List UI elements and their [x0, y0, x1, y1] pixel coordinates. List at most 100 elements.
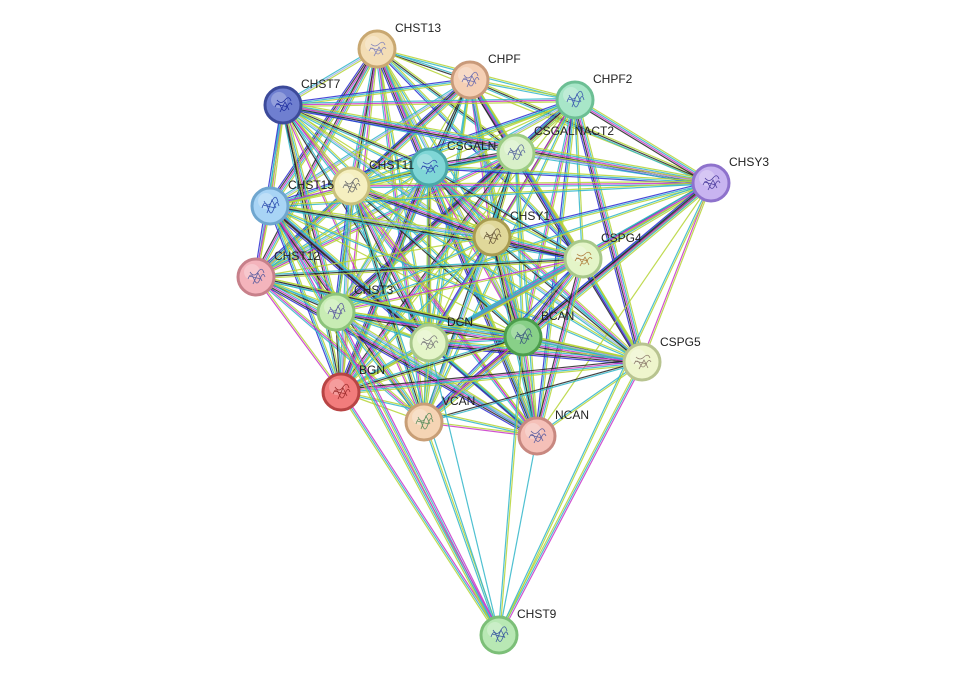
edge-cspg5-ncan-text-mining — [537, 362, 643, 438]
node-chst15[interactable]: CHST15 — [250, 178, 334, 226]
edge-chst7-cspg5-homology — [282, 104, 643, 363]
edge-chst9-cspg5-experiments — [499, 362, 644, 637]
node-circle-ncan[interactable] — [517, 416, 557, 456]
node-circle-chsy3[interactable] — [691, 163, 731, 203]
edge-chst3-ncan-text-mining — [336, 310, 539, 436]
node-circle-cspg5[interactable] — [622, 342, 662, 382]
edge-chpf-chst7-database — [282, 79, 471, 106]
node-dcn[interactable]: DCN — [409, 315, 473, 363]
edge-csgalnact1-chst12-database — [255, 165, 429, 277]
node-chpf[interactable]: CHPF — [450, 52, 521, 100]
node-label-chst15: CHST15 — [288, 178, 334, 192]
edge-csgalnact2-chsy3-text-mining — [516, 150, 712, 183]
node-chst9[interactable]: CHST9 — [479, 607, 557, 655]
edge-chst11-dcn-database — [351, 185, 431, 343]
edge-csgalnact1-bgn-coexpression — [338, 166, 429, 392]
edge-chst12-vcan-experiments — [255, 276, 425, 423]
node-label-chst11: CHST11 — [369, 158, 414, 172]
edge-chst11-bgn-text-mining — [341, 186, 354, 393]
edge-chpf2-chst7-database — [282, 97, 575, 105]
node-chsy1[interactable]: CHSY1 — [472, 209, 550, 257]
node-bcan[interactable]: BCAN — [503, 309, 574, 357]
node-circle-cspg4[interactable] — [563, 239, 603, 279]
node-label-csgalnact1: CSGALN — [447, 139, 496, 153]
node-label-chpf2: CHPF2 — [593, 72, 633, 86]
node-highlight — [571, 246, 587, 262]
node-circle-dcn[interactable] — [409, 323, 449, 363]
node-label-csgalnact2: CSGALNACT2 — [534, 124, 614, 138]
protein-structure-icon — [702, 175, 721, 191]
edge-chpf2-ncan-neighborhood — [534, 99, 575, 436]
node-label-vcan: VCAN — [442, 394, 475, 408]
edge-chsy3-chsy1-neighborhood — [491, 180, 711, 237]
edge-csgalnact1-chst3-text-mining — [336, 167, 431, 314]
edge-chst15-chsy1-text-mining — [270, 203, 493, 237]
edge-csgalnact2-ncan-database — [514, 153, 537, 437]
node-circle-chst13[interactable] — [357, 29, 397, 69]
edge-chst13-chst12-experiments — [254, 48, 377, 277]
edge-chst7-ncan-database — [281, 105, 537, 438]
edge-cspg5-vcan-coexpression — [423, 360, 642, 422]
node-chst3[interactable]: CHST3 — [316, 283, 394, 332]
node-chsy3[interactable]: CHSY3 — [691, 155, 769, 203]
node-cspg4[interactable]: CSPG4 — [563, 231, 642, 279]
node-csgalnact2[interactable]: CSGALNACT2 — [496, 124, 614, 173]
edge-chst9-dcn-database — [428, 342, 500, 636]
edge-chsy3-chsy1-text-mining — [492, 183, 712, 240]
edge-chst7-csgalnact1-text-mining — [283, 102, 430, 167]
protein-structure-icon — [566, 90, 585, 108]
node-label-chst13: CHST13 — [395, 21, 441, 35]
node-highlight — [271, 92, 287, 108]
edge-cspg5-bgn-coexpression — [340, 359, 642, 391]
node-highlight — [525, 423, 541, 439]
node-cspg5[interactable]: CSPG5 — [622, 335, 701, 382]
edge-chpf2-chsy3-database — [575, 98, 712, 183]
node-csgalnact1[interactable]: CSGALN — [409, 139, 496, 187]
node-circle-chst7[interactable] — [263, 85, 303, 125]
edge-chst9-bgn-database — [340, 391, 500, 636]
edge-chst15-cspg4-database — [269, 206, 583, 262]
edge-chst13-chst15-experiments — [269, 48, 378, 207]
node-label-chpf: CHPF — [488, 52, 521, 66]
edge-chpf2-chsy3-text-mining — [575, 97, 713, 182]
node-highlight — [329, 379, 345, 395]
edge-chst9-ncan-database — [498, 435, 538, 636]
protein-structure-icon — [528, 428, 547, 444]
protein-structure-icon — [514, 328, 533, 345]
edge-csgalnact1-vcan-text-mining — [423, 166, 430, 423]
edge-chst9-chsy3-text-mining — [499, 183, 713, 636]
edge-bcan-cspg5-homology — [522, 336, 643, 363]
edge-chst9-chst15-experiments — [270, 204, 501, 635]
edge-chst9-chst15-database — [269, 205, 500, 636]
node-highlight — [339, 173, 355, 189]
protein-structure-icon — [633, 354, 652, 370]
node-circle-csgalnact1[interactable] — [409, 147, 449, 187]
edge-chst12-ncan-coexpression — [254, 277, 537, 438]
edge-dcn-cspg5-neighborhood — [428, 345, 642, 366]
edge-chpf2-cspg5-coexpression — [572, 100, 642, 363]
edge-bcan-vcan-experiments — [423, 335, 523, 422]
edge-chst7-csgalnact1-coexpression — [282, 104, 430, 168]
edge-chst7-chst3-database — [283, 104, 338, 312]
edge-csgalnact2-chst15-text-mining — [270, 153, 517, 208]
edge-cspg5-vcan-database — [424, 362, 643, 424]
node-chst12[interactable]: CHST12 — [236, 249, 320, 297]
node-chst7[interactable]: CHST7 — [263, 77, 341, 125]
edge-chpf-chst7-neighborhood — [282, 77, 470, 105]
node-chst11[interactable]: CHST11 — [331, 158, 414, 206]
node-chpf2[interactable]: CHPF2 — [555, 72, 633, 120]
edge-chsy3-chsy1-database — [491, 182, 712, 238]
node-vcan[interactable]: VCAN — [404, 394, 475, 442]
edge-chst11-chsy3-text-mining — [350, 180, 711, 186]
edge-chst7-bcan-text-mining — [283, 103, 524, 337]
node-bgn[interactable]: BGN — [321, 363, 385, 412]
node-label-chsy1: CHSY1 — [510, 209, 550, 223]
edge-chst7-cspg5-text-mining — [283, 103, 644, 362]
edge-chpf2-cspg5-database — [575, 99, 645, 362]
node-ncan[interactable]: NCAN — [517, 408, 589, 456]
edge-chst13-dcn-text-mining — [377, 48, 431, 343]
node-chst13[interactable]: CHST13 — [357, 21, 441, 69]
edge-chst9-chst15-text-mining — [268, 206, 499, 637]
